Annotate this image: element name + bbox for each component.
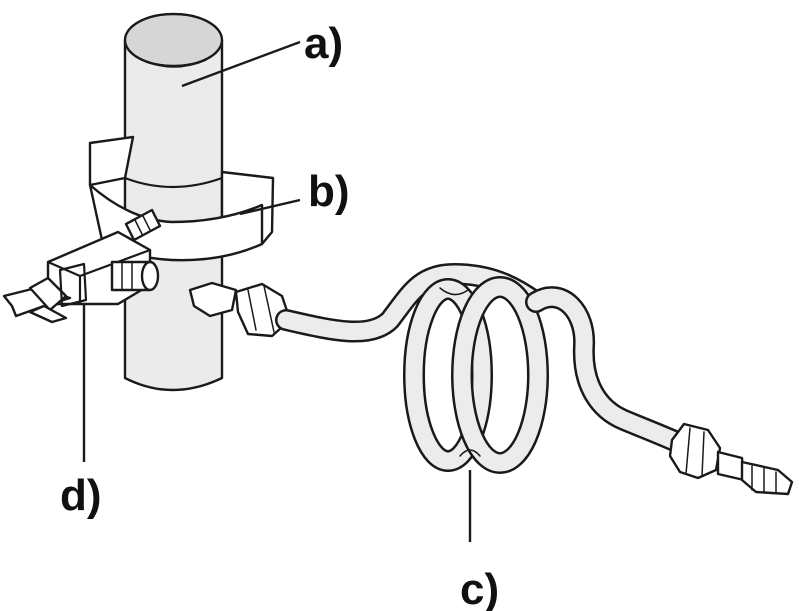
pipe [123,12,224,392]
label-a: a) [304,19,343,68]
coiled-tube [275,263,697,474]
screw-top [124,208,162,242]
leader-lines [82,40,472,542]
tube-end-fitting [668,422,794,496]
label-b: b) [308,167,350,216]
screw-side [110,260,160,292]
leader-b [239,198,301,216]
label-d: d) [60,471,102,520]
label-c: c) [460,565,499,611]
valve-handle [2,262,88,324]
leader-a [181,40,301,88]
valve-fitting [2,208,162,324]
